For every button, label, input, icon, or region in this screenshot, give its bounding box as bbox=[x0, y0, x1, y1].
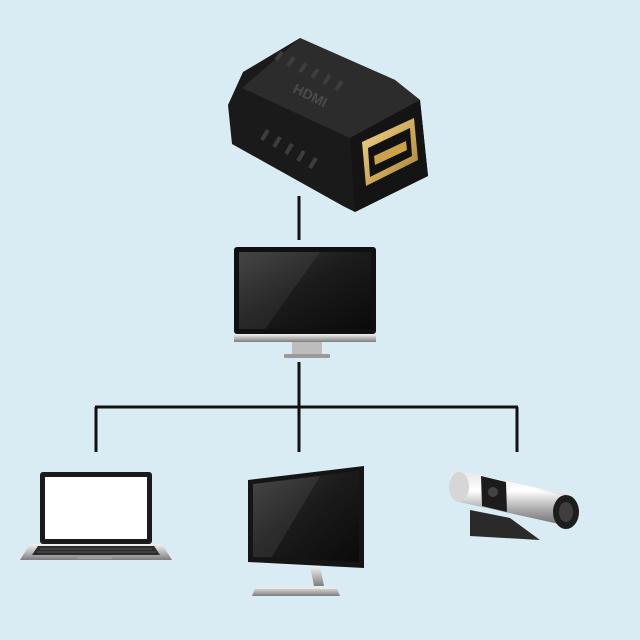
hdmi-coupler-icon: HDMI bbox=[228, 38, 428, 212]
connector-lines bbox=[94, 196, 519, 452]
hdmi-port bbox=[362, 118, 418, 186]
laptop-icon bbox=[20, 472, 172, 560]
webcam-icon bbox=[449, 470, 579, 540]
desktop-monitor-icon bbox=[234, 247, 376, 358]
monitor-icon bbox=[248, 466, 364, 596]
